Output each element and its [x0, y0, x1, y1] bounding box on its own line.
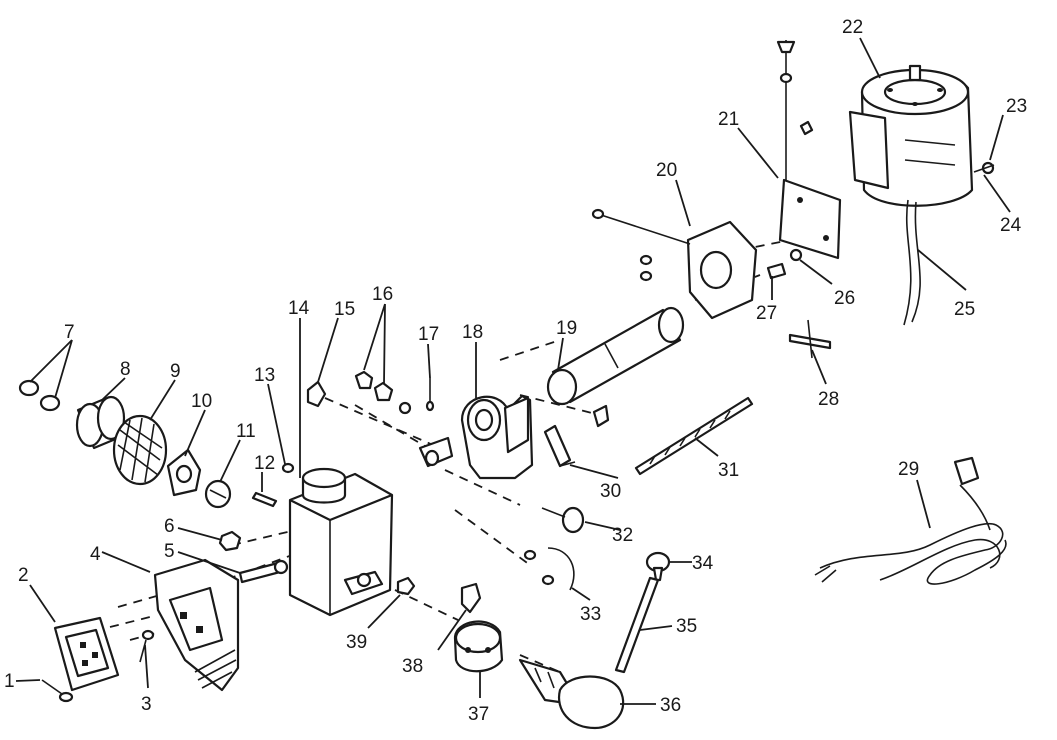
part-label-37: 37 [468, 704, 489, 725]
part-label-33: 33 [580, 604, 601, 625]
part-5-bolt [238, 559, 289, 584]
part-7-washers [18, 379, 61, 412]
part-28-coupling [788, 319, 832, 359]
part-label-38: 38 [402, 656, 423, 677]
part-3-screw [139, 629, 155, 663]
part-14-grinding-head [288, 467, 394, 617]
part-19-sleeve [546, 306, 685, 428]
part-9-grinding-plate [112, 414, 168, 486]
part-label-24: 24 [1000, 215, 1022, 236]
part-33-spring-clip [523, 547, 575, 591]
part-label-1: 1 [4, 671, 15, 692]
part-35-rod [614, 576, 660, 674]
part-20-motor-bracket [591, 208, 758, 320]
part-34-knob [645, 551, 671, 582]
part-25-motor-leads [903, 199, 921, 326]
part-2-switch-plate [53, 616, 120, 692]
part-13-screw [281, 462, 295, 474]
part-label-15: 15 [334, 299, 355, 320]
part-label-34: 34 [692, 553, 714, 574]
part-label-29: 29 [898, 459, 919, 480]
part-label-10: 10 [191, 391, 212, 412]
part-1-screw [41, 679, 74, 703]
part-label-13: 13 [254, 365, 275, 386]
part-4-front-housing [153, 558, 240, 692]
part-12-pin [251, 491, 278, 508]
part-18-gear-housing [418, 394, 534, 480]
part-38-latch [460, 582, 482, 614]
part-27-key [766, 262, 787, 280]
part-label-8: 8 [120, 359, 131, 380]
part-label-12: 12 [254, 453, 275, 474]
part-label-3: 3 [141, 694, 152, 715]
part-label-26: 26 [834, 288, 855, 309]
part-10-gasket [166, 448, 202, 497]
part-21-mounting-plate [776, 40, 842, 260]
part-23-24-screw-washer [973, 161, 995, 175]
part-32-bolt [541, 506, 585, 534]
part-label-14: 14 [288, 298, 310, 319]
part-label-17: 17 [418, 324, 439, 345]
part-label-22: 22 [842, 17, 863, 38]
part-11-knife [204, 479, 232, 509]
part-label-32: 32 [612, 525, 633, 546]
part-label-25: 25 [954, 299, 975, 320]
part-label-27: 27 [756, 303, 777, 324]
part-label-21: 21 [718, 109, 739, 130]
part-label-18: 18 [462, 322, 483, 343]
part-29-power-cord [814, 456, 1007, 585]
part-31-worm-screw [634, 396, 754, 476]
part-label-30: 30 [600, 481, 621, 502]
part-label-16: 16 [372, 284, 393, 305]
part-26-nut [789, 248, 803, 262]
part-39-nut [396, 576, 416, 596]
part-17-pin [398, 378, 435, 415]
part-label-23: 23 [1006, 96, 1027, 117]
part-label-35: 35 [676, 616, 697, 637]
part-label-28: 28 [818, 389, 839, 410]
part-22-motor [848, 64, 974, 207]
part-label-6: 6 [164, 516, 175, 537]
part-label-19: 19 [556, 318, 577, 339]
part-label-39: 39 [346, 632, 367, 653]
part-36-feed-screw [518, 658, 625, 730]
part-8-collar [75, 395, 126, 450]
part-16-nuts [354, 370, 394, 402]
part-labels: 1 2 3 4 5 6 7 8 9 10 11 12 13 14 15 16 1… [4, 17, 1027, 725]
part-label-20: 20 [656, 160, 677, 181]
part-label-11: 11 [236, 421, 256, 442]
part-label-4: 4 [90, 544, 101, 565]
part-label-5: 5 [164, 541, 175, 562]
part-6-nut [218, 530, 242, 552]
leader-lines [15, 37, 1011, 705]
part-30-bracket [543, 424, 576, 468]
part-label-7: 7 [64, 322, 75, 343]
part-15-clip [306, 380, 327, 408]
part-label-36: 36 [660, 695, 681, 716]
part-37-collar-ring [453, 620, 504, 673]
part-label-9: 9 [170, 361, 181, 382]
part-label-2: 2 [18, 565, 29, 586]
part-label-31: 31 [718, 460, 739, 481]
